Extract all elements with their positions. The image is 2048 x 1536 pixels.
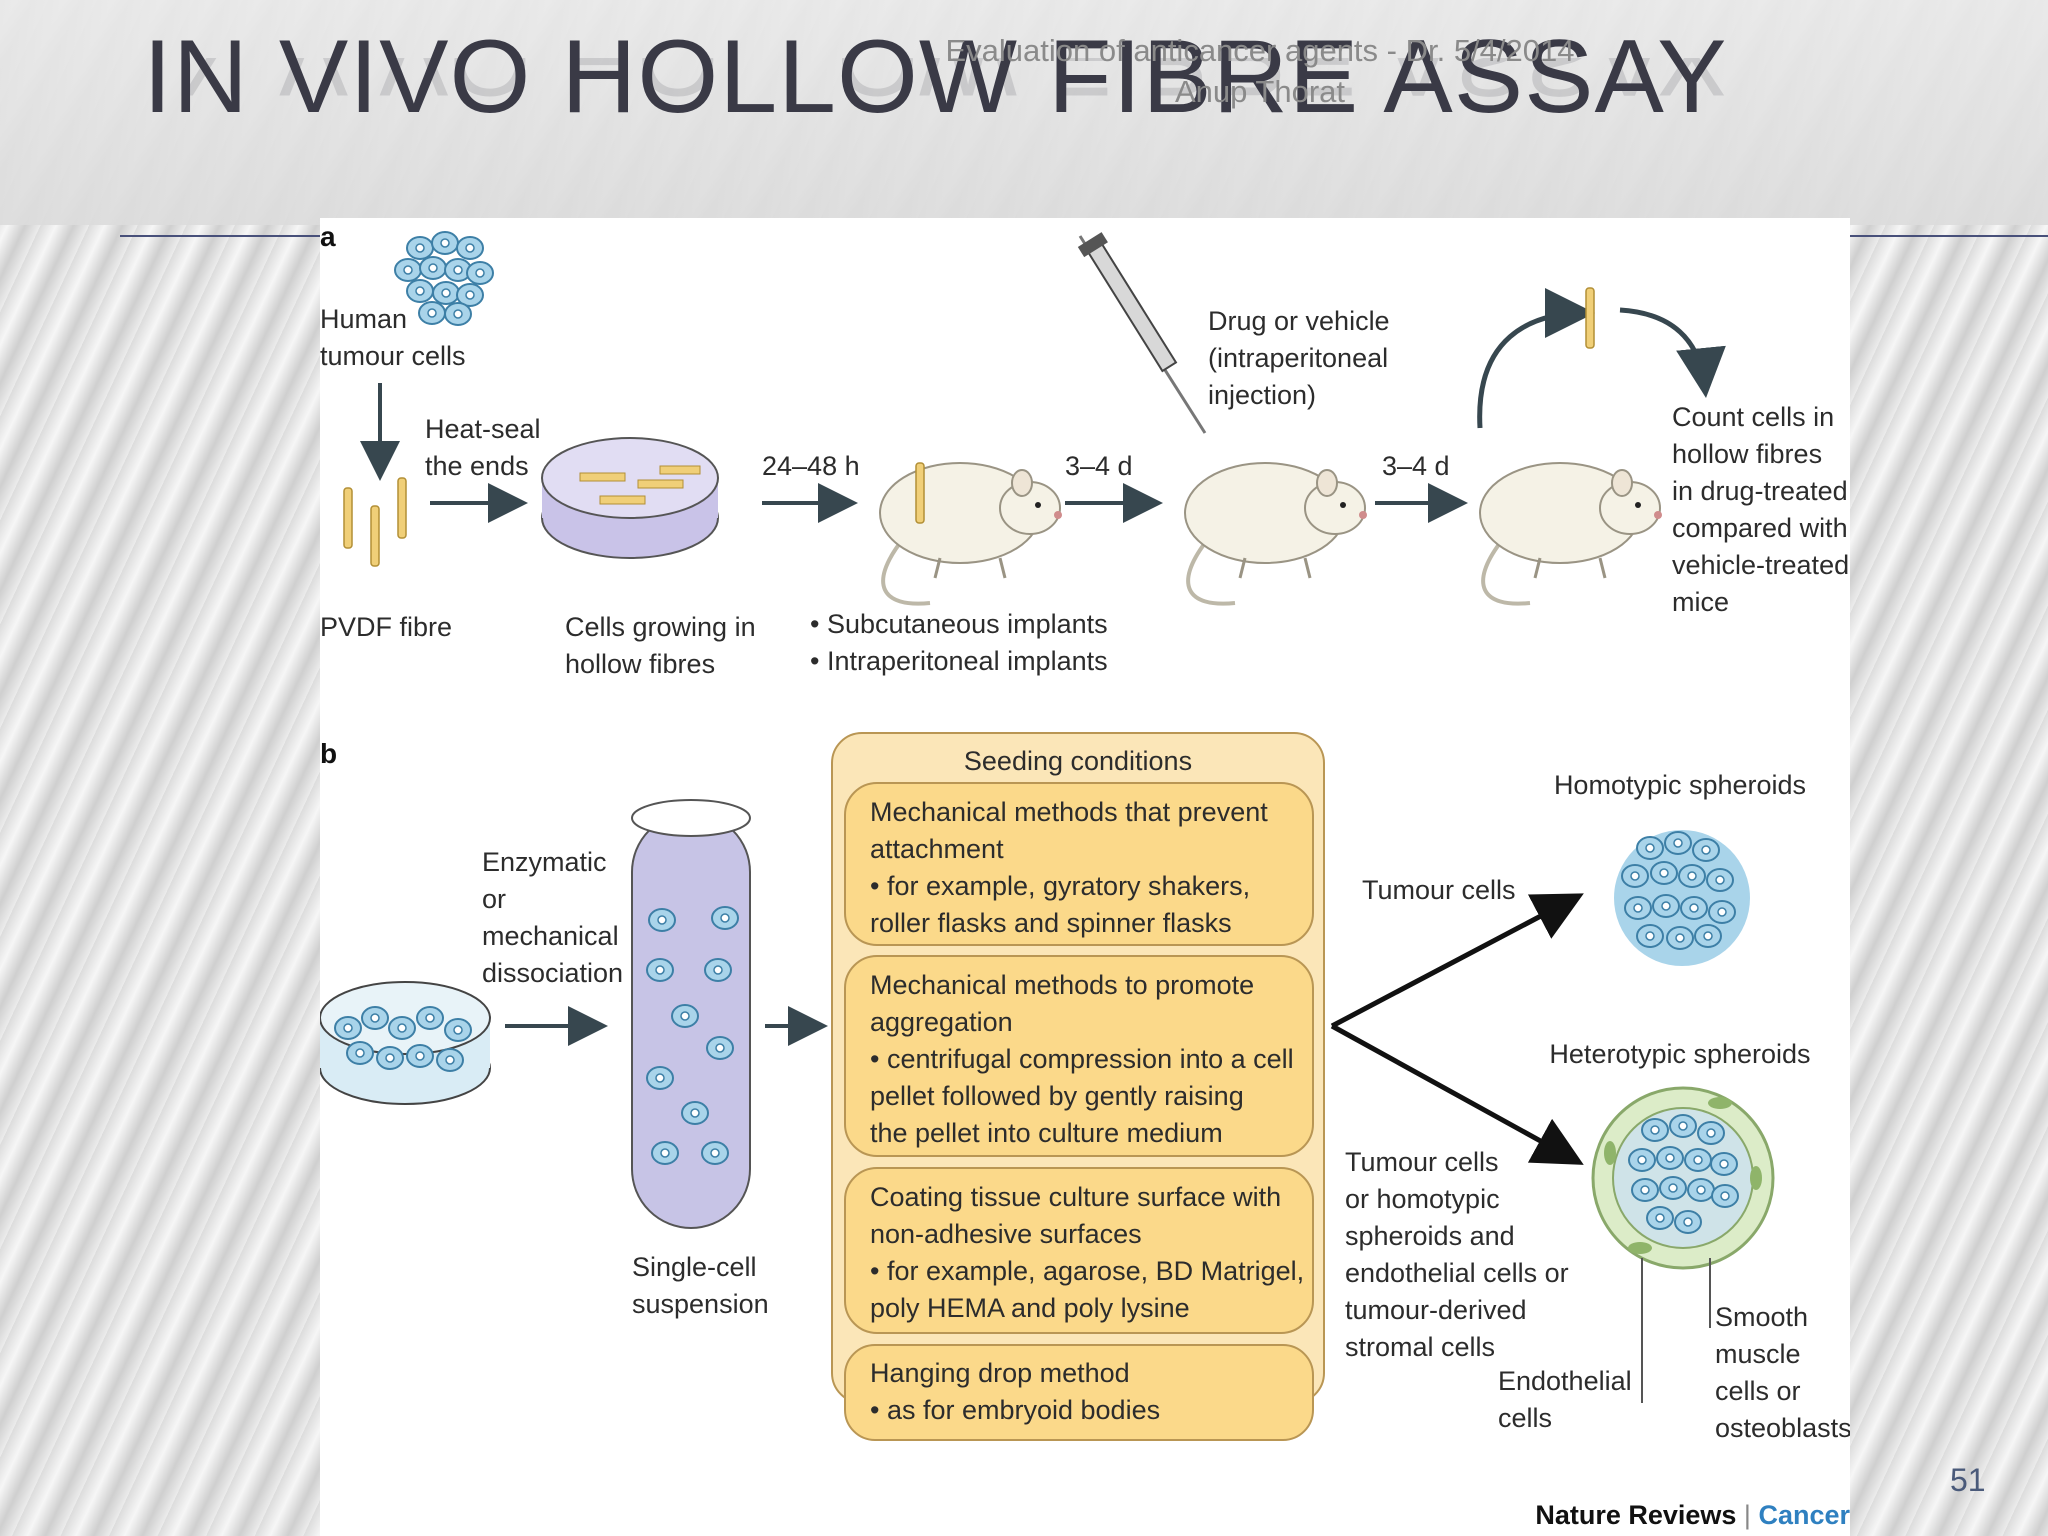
header-band: [0, 0, 2048, 225]
heterotypic-spheroid-icon: [1591, 1086, 1775, 1270]
suspension-tube-icon: [631, 799, 751, 1229]
tumour-cells-branch-label: Tumour cells: [1362, 875, 1516, 905]
homotypic-spheroids-label: Homotypic spheroids: [1554, 770, 1806, 800]
single-cell-suspension-label: Single-cell suspension: [632, 1252, 769, 1319]
mouse-3-icon: [1478, 461, 1664, 606]
duration-3-4d-second: 3–4 d: [1382, 451, 1450, 481]
panel-a-letter: a: [320, 221, 336, 252]
seeding-box-1-text: Mechanical methods that prevent attachme…: [870, 797, 1275, 938]
seeding-conditions-title: Seeding conditions: [964, 746, 1192, 776]
divider-left: [120, 235, 320, 237]
arrow-to-heterotypic: [1330, 1023, 1584, 1165]
arrow-to-homotypic: [1330, 893, 1584, 1029]
implants-list: • Subcutaneous implants • Intraperitonea…: [810, 609, 1115, 676]
petri-dish-icon: [541, 437, 719, 559]
mouse-1-icon: [878, 461, 1064, 606]
curved-arrow-out: [1477, 288, 1595, 429]
count-cells-label: Count cells in hollow fibres in drug-tre…: [1672, 402, 1850, 617]
heterotypic-spheroids-label: Heterotypic spheroids: [1549, 1039, 1810, 1069]
seeding-box-2: [844, 955, 1314, 1157]
mouse-2-icon: [1183, 461, 1369, 606]
figure-panel: a Human tumour cells PVDF fibre Heat-sea…: [320, 218, 1850, 1536]
syringe-icon: [1077, 232, 1207, 434]
seeding-box-4-text: Hanging drop method • as for embryoid bo…: [870, 1358, 1160, 1425]
seeding-box-3-text: Coating tissue culture surface with non-…: [870, 1182, 1312, 1323]
nature-reviews-credit: Nature Reviews | Cancer: [1535, 1500, 1850, 1530]
heat-seal-label: Heat-seal the ends: [425, 414, 548, 481]
pvdf-fibres-icon: [343, 477, 407, 567]
slide-title: IN VIVO HOLLOW FIBRE ASSAY: [143, 19, 1728, 135]
dissociation-label: Enzymatic or mechanical dissociation: [482, 847, 626, 988]
seeding-box-4: [844, 1344, 1314, 1441]
footer-line-1: Evaluation of anticancer agents - Dr. 5/…: [945, 33, 1575, 68]
seeding-box-3: [844, 1167, 1314, 1334]
smooth-muscle-label: Smooth muscle cells or osteoblasts: [1715, 1302, 1850, 1443]
cells-growing-label: Cells growing in hollow fibres: [565, 612, 763, 679]
homotypic-spheroid-icon: [1614, 830, 1750, 966]
footer-line-2: Anup Thorat: [1174, 74, 1346, 109]
footer-text: Evaluation of anticancer agents - Dr. 5/…: [880, 30, 1640, 112]
curved-arrow-in: [1619, 307, 1726, 398]
implant-fibre-icon: [915, 462, 925, 524]
panel-b-letter: b: [320, 738, 337, 769]
page-number: 51: [1950, 1462, 1986, 1498]
duration-3-4d-first: 3–4 d: [1065, 451, 1133, 481]
seeding-box-2-text: Mechanical methods to promote aggregatio…: [870, 970, 1301, 1148]
seeding-box-1: [844, 782, 1314, 946]
duration-24-48h: 24–48 h: [762, 451, 860, 481]
endothelial-cells-label: Endothelial cells: [1498, 1366, 1639, 1433]
divider-right: [1850, 235, 2048, 237]
figure-diagram: a Human tumour cells PVDF fibre Heat-sea…: [320, 221, 1850, 1530]
extracted-fibre-icon: [1585, 287, 1595, 349]
cell-dish-icon: [320, 981, 491, 1105]
tumour-or-homotypic-label: Tumour cells or homotypic spheroids and …: [1345, 1147, 1576, 1362]
pvdf-fibre-label: PVDF fibre: [320, 612, 452, 642]
human-tumour-cells-label: Human tumour cells: [320, 304, 466, 371]
drug-or-vehicle-label: Drug or vehicle (intraperitoneal injecti…: [1208, 306, 1397, 410]
